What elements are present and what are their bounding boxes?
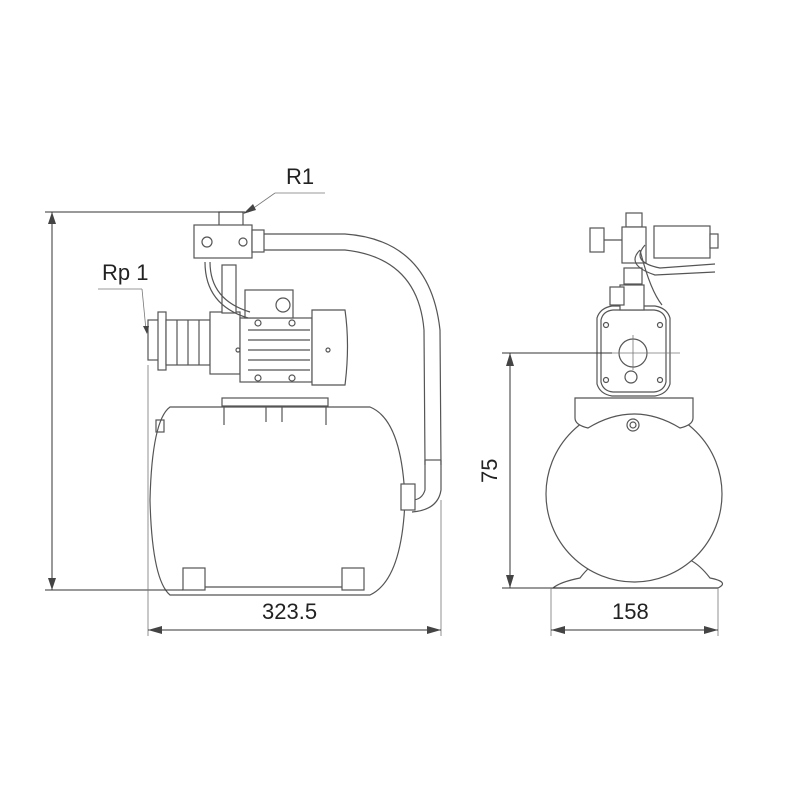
motor [239,289,349,386]
pump-stages [147,311,241,375]
side-width-dimension [147,365,442,636]
end-width-dimension [550,588,719,636]
pump-bracket [221,397,329,425]
r1-label: R1 [286,164,315,189]
flexible-hose [264,233,442,513]
end-view [545,212,724,589]
side-view [147,211,442,596]
rp1-leader [98,288,149,334]
riser-pipe [204,261,251,319]
dimension-width-end: 158 [612,599,649,624]
dimension-height-75: 75 [477,458,502,483]
pressure-switch [193,211,265,259]
dimension-width-side: 323.5 [262,599,318,624]
r1-leader [243,192,325,214]
side-height-dimension [45,211,245,591]
horizontal-tank [149,406,406,596]
end-height-dimension [502,352,718,589]
rp1-label: Rp 1 [102,260,149,285]
